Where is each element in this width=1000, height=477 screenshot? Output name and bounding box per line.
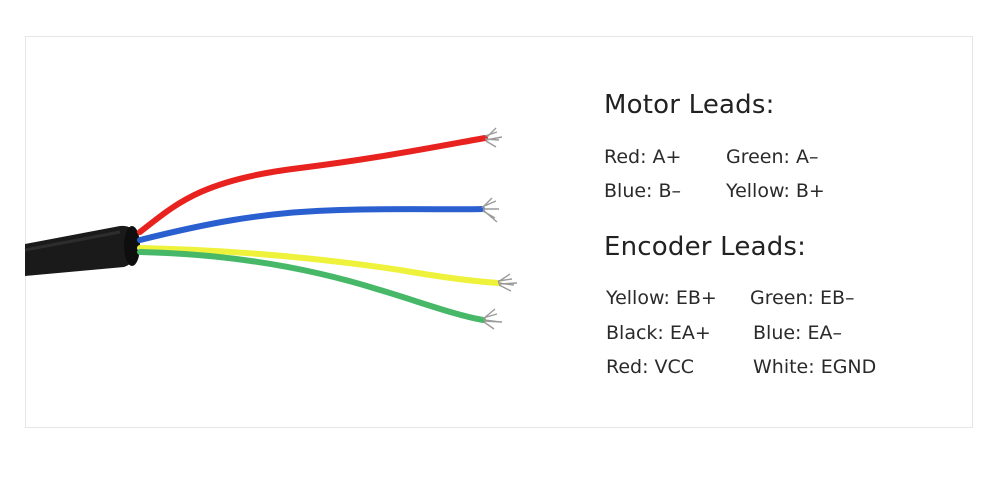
encoder-lead-white: White: EGND (753, 356, 877, 378)
encoder-lead-yellow: Yellow: EB+ (606, 287, 717, 309)
wire-strands (481, 127, 518, 330)
green-wire (137, 249, 486, 323)
motor-lead-red: Red: A+ (604, 146, 682, 168)
encoder-leads-title: Encoder Leads: (604, 232, 807, 262)
motor-lead-green: Green: A– (726, 146, 819, 168)
encoder-lead-black: Black: EA+ (606, 322, 711, 344)
encoder-lead-blue: Blue: EA– (753, 322, 842, 344)
blue-wire (137, 206, 485, 243)
motor-cable-photo (24, 127, 518, 330)
yellow-wire (137, 245, 501, 286)
motor-lead-yellow: Yellow: B+ (726, 180, 825, 202)
motor-lead-blue: Blue: B– (604, 180, 682, 202)
motor-leads-title: Motor Leads: (604, 90, 775, 120)
encoder-lead-red: Red: VCC (606, 356, 695, 378)
cable-sheath (25, 225, 139, 276)
red-wire (137, 135, 488, 235)
encoder-lead-green: Green: EB– (750, 287, 855, 309)
